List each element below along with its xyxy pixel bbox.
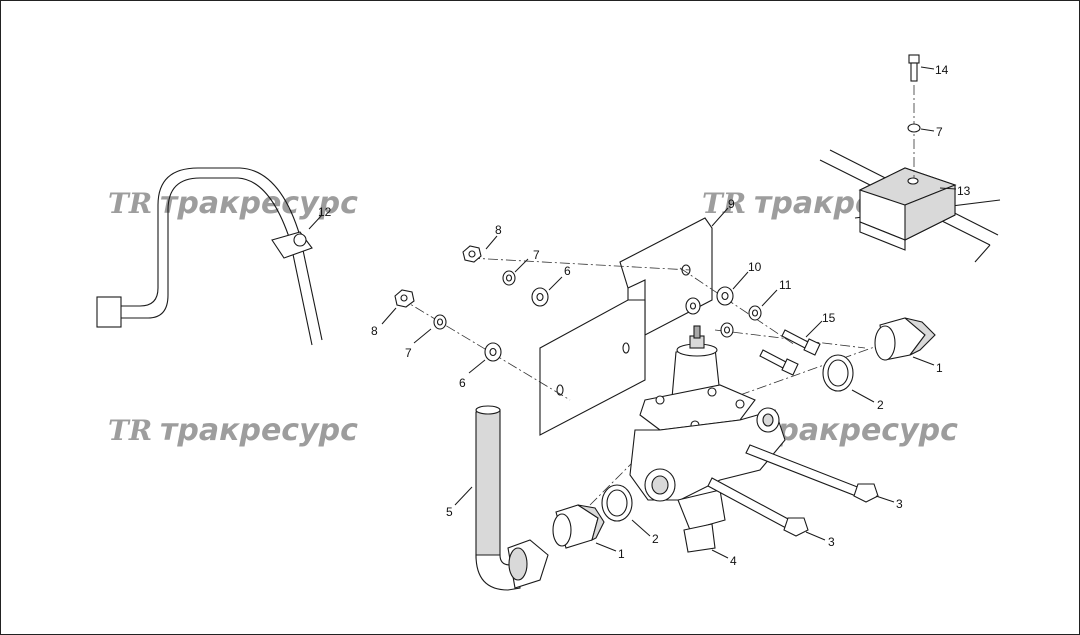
callouts: 8 7 6 8 7 6 9 10 11 15 1 2 3 3 4 5 2 1 1… xyxy=(318,63,971,568)
callout-15: 15 xyxy=(822,311,836,325)
watermark-logo: TR xyxy=(108,187,152,220)
leader-lines xyxy=(308,66,957,559)
part-6-flat-washer-lower xyxy=(484,342,502,362)
callout-6: 6 xyxy=(564,264,571,278)
callout-8: 8 xyxy=(495,223,502,237)
part-11-lock-washer xyxy=(720,305,762,338)
callout-1: 1 xyxy=(618,547,625,561)
part-7-lock-washer-top xyxy=(907,123,921,133)
watermark-bottom-left: TR тракресурс xyxy=(108,413,358,448)
part-15-bolt xyxy=(759,329,821,376)
callout-2: 2 xyxy=(652,532,659,546)
callout-7: 7 xyxy=(405,346,412,360)
watermark-logo: TR xyxy=(702,187,746,220)
callout-14: 14 xyxy=(935,63,949,77)
part-7-washer-upper xyxy=(502,270,516,286)
callout-3: 3 xyxy=(896,497,903,511)
part-14-bolt xyxy=(908,54,920,178)
part-2-gasket-right xyxy=(822,354,854,392)
watermark-text: тракресурс xyxy=(160,413,358,448)
callout-5: 5 xyxy=(446,505,453,519)
callout-12: 12 xyxy=(318,205,332,219)
part-3-bolt-upper xyxy=(745,444,879,503)
callout-8: 8 xyxy=(371,324,378,338)
watermark-text: тракресурс xyxy=(760,413,958,448)
callout-6: 6 xyxy=(459,376,466,390)
part-1-fitting-left xyxy=(552,504,605,549)
callout-3: 3 xyxy=(828,535,835,549)
valve-assembly xyxy=(629,325,786,553)
callout-13: 13 xyxy=(957,184,971,198)
part-3-bolt-lower xyxy=(707,477,809,537)
part-1-fitting-right xyxy=(874,317,936,361)
part-10-washer xyxy=(685,286,734,315)
callout-9: 9 xyxy=(728,197,735,211)
watermark-text: тракресурс xyxy=(160,186,358,221)
part-6-flat-washer-upper xyxy=(531,287,549,307)
callout-7: 7 xyxy=(533,248,540,262)
part-2-gasket-left xyxy=(601,484,633,522)
part-8-nut-lower xyxy=(394,289,415,308)
watermark-top-left: TR тракресурс xyxy=(108,186,358,221)
part-5-hose xyxy=(475,405,549,591)
part-13-mounting-block xyxy=(819,149,1001,263)
callout-7: 7 xyxy=(936,125,943,139)
watermark-logo: TR xyxy=(108,414,152,447)
callout-11: 11 xyxy=(779,278,792,292)
part-8-nut-upper xyxy=(462,245,482,263)
part-12-bent-pipe xyxy=(96,167,323,346)
callout-4: 4 xyxy=(730,554,737,568)
callout-10: 10 xyxy=(748,260,762,274)
callout-2: 2 xyxy=(877,398,884,412)
callout-1: 1 xyxy=(936,361,943,375)
part-7-washer-lower xyxy=(433,314,447,330)
